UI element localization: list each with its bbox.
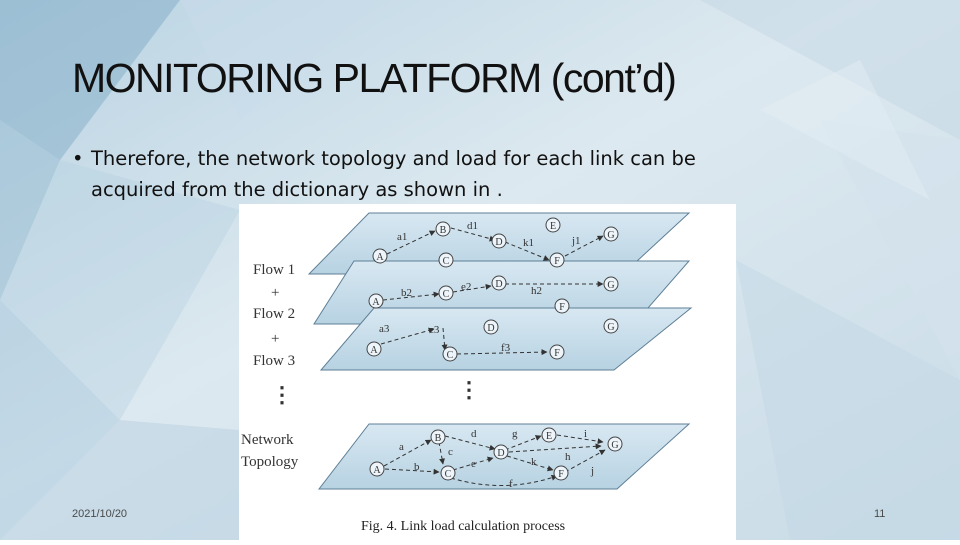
svg-text:c: c: [448, 446, 453, 458]
svg-text:B: B: [435, 433, 442, 444]
flow3-graph: [380, 327, 548, 356]
svg-text:a: a: [399, 441, 404, 453]
svg-text:i: i: [584, 428, 587, 440]
svg-text:c3: c3: [429, 324, 440, 336]
svg-text:F: F: [554, 256, 560, 267]
svg-text:h: h: [565, 451, 571, 463]
svg-text:G: G: [607, 280, 614, 291]
svg-text:d1: d1: [467, 220, 478, 232]
svg-text:A: A: [373, 465, 381, 476]
svg-text:F: F: [559, 302, 565, 313]
flow2-graph: [382, 281, 604, 301]
svg-text:e2: e2: [461, 281, 471, 293]
svg-text:g: g: [512, 428, 518, 440]
flow2-label: Flow 2: [253, 306, 295, 322]
svg-text:D: D: [497, 448, 504, 459]
svg-text:C: C: [447, 350, 454, 361]
svg-text:D: D: [495, 279, 502, 290]
svg-text:G: G: [607, 322, 614, 333]
svg-text:k: k: [531, 456, 537, 468]
plus-sign-1: +: [271, 285, 279, 301]
svg-text:G: G: [607, 230, 614, 241]
svg-text:C: C: [443, 256, 450, 267]
ellipsis-mid: ⋮: [458, 377, 480, 402]
slide-title: MONITORING PLATFORM (cont’d): [72, 55, 677, 101]
flow3-nodes: [366, 318, 619, 362]
footer-date: 2021/10/20: [72, 508, 128, 520]
svg-text:D: D: [487, 323, 494, 334]
flow1-label: Flow 1: [253, 262, 295, 278]
svg-text:C: C: [443, 289, 450, 300]
network-label: Network: [241, 432, 294, 448]
link-load-figure: Flow 1 + Flow 2 + Flow 3 Network Topolog…: [239, 204, 736, 540]
svg-text:G: G: [611, 440, 618, 451]
svg-text:k1: k1: [523, 237, 534, 249]
svg-text:F: F: [558, 469, 564, 480]
svg-text:E: E: [550, 221, 556, 232]
topology-label: Topology: [241, 454, 299, 470]
svg-text:j: j: [590, 465, 594, 477]
flow1-graph: [386, 227, 604, 261]
svg-text:A: A: [372, 297, 380, 308]
svg-text:D: D: [495, 237, 502, 248]
ellipsis-left: ⋮: [271, 382, 293, 407]
flow3-label: Flow 3: [253, 353, 295, 369]
bullet-line-2: acquired from the dictionary as shown in…: [91, 178, 503, 201]
flow2-nodes: [368, 275, 619, 314]
svg-text:h2: h2: [531, 285, 542, 297]
svg-text:C: C: [445, 469, 452, 480]
slide-number: 11: [874, 508, 886, 520]
svg-text:B: B: [440, 225, 447, 236]
flow3-plane: [319, 307, 693, 371]
network-nodes: [369, 427, 623, 481]
svg-text:f3: f3: [501, 342, 511, 354]
svg-text:e: e: [471, 458, 476, 470]
svg-text:d: d: [471, 428, 477, 440]
svg-text:b2: b2: [401, 287, 412, 299]
svg-text:F: F: [554, 348, 560, 359]
network-graph: [383, 434, 606, 487]
svg-text:j1: j1: [571, 235, 581, 247]
svg-text:a1: a1: [397, 231, 407, 243]
svg-text:b: b: [414, 461, 420, 473]
bullet-point: • Therefore, the network topology and lo…: [72, 143, 832, 205]
bullet-line-1: Therefore, the network topology and load…: [91, 147, 696, 170]
figure-caption: Fig. 4. Link load calculation process: [361, 519, 565, 534]
svg-text:f: f: [509, 478, 513, 490]
svg-text:A: A: [376, 252, 384, 263]
svg-text:E: E: [546, 431, 552, 442]
plus-sign-2: +: [271, 331, 279, 347]
svg-text:A: A: [370, 345, 378, 356]
flow1-nodes: [372, 217, 619, 268]
svg-text:a3: a3: [379, 323, 390, 335]
bullet-icon: •: [72, 147, 84, 170]
figure-diagram: Flow 1 + Flow 2 + Flow 3 Network Topolog…: [241, 212, 693, 534]
